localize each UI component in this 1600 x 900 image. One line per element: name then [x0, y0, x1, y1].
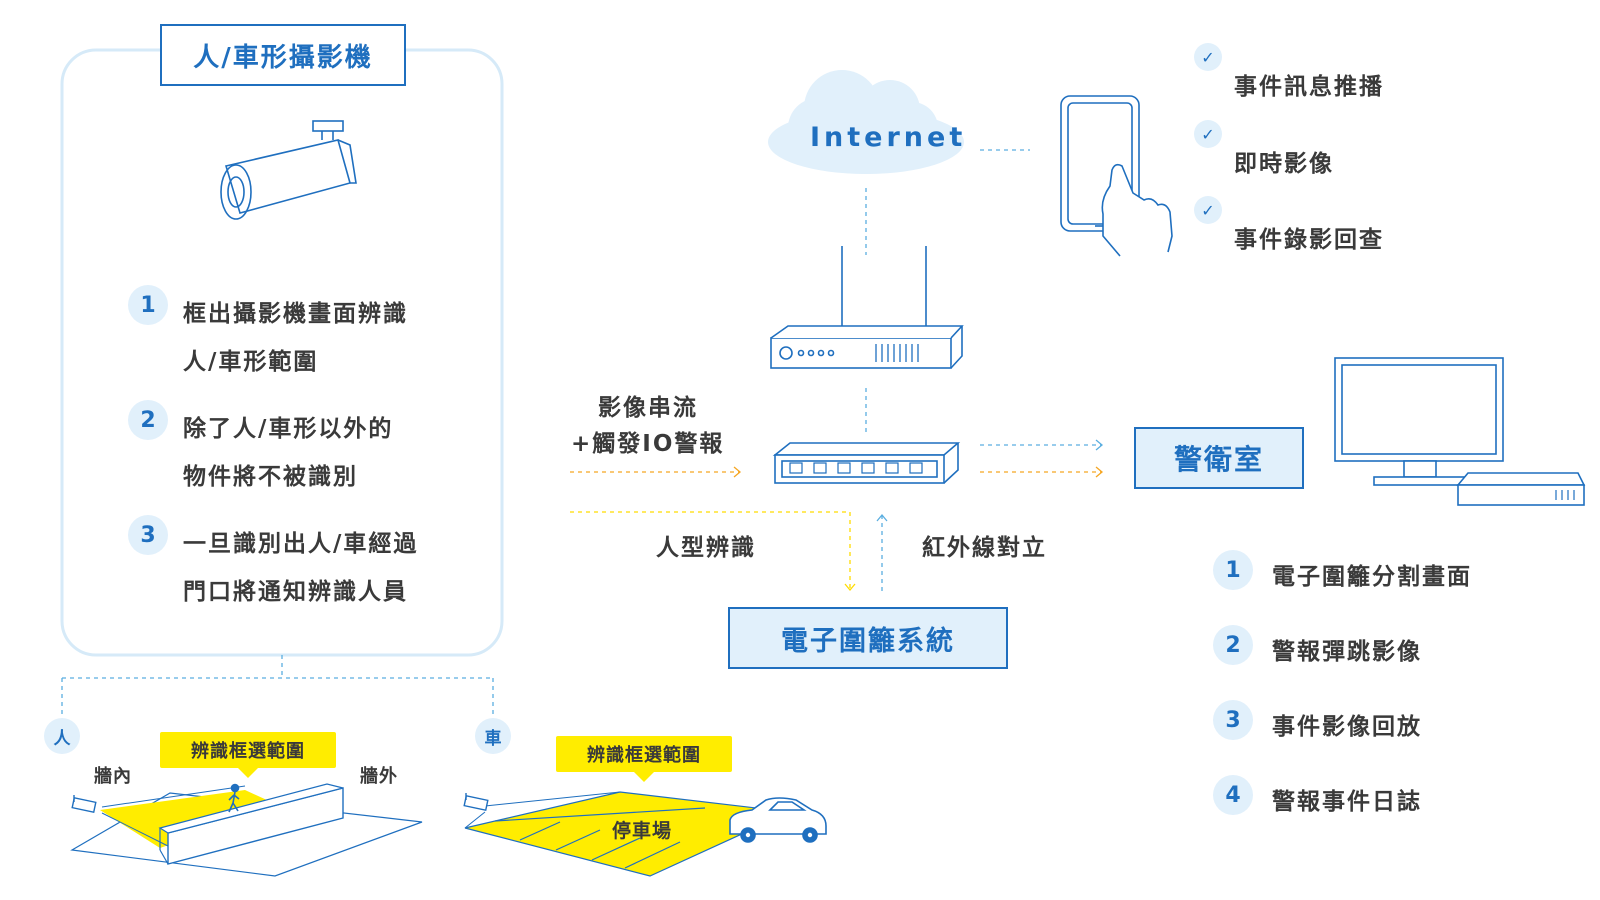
check-icon: ✓ — [1194, 120, 1222, 148]
person-badge: 人 — [44, 718, 80, 754]
step-number: 1 — [128, 285, 168, 325]
wall-outside-label: 牆外 — [360, 766, 398, 787]
step-text: 一旦識別出人/車經過 — [183, 531, 419, 557]
step-text: 人/車形範圍 — [183, 349, 319, 375]
wall-inside-label: 牆內 — [94, 766, 132, 787]
arrow-heads — [733, 439, 1104, 592]
router-icon — [770, 246, 964, 369]
panel-to-scenes-connector — [61, 655, 494, 718]
cloud-icon — [768, 70, 964, 174]
network-links — [570, 149, 1102, 595]
guard-feature: 事件影像回放 — [1272, 714, 1422, 740]
detection-zone-label: 辨識框選範圍 — [556, 736, 732, 782]
internet-label: Internet — [810, 122, 967, 153]
car-scene — [463, 791, 827, 877]
step-text: 除了人/車形以外的 — [183, 416, 394, 442]
io-alarm-label: +觸發IO警報 — [571, 431, 725, 457]
feature-number: 2 — [1213, 625, 1253, 665]
guard-feature: 電子圍籬分割畫面 — [1272, 564, 1472, 590]
human-detection-label: 人型辨識 — [656, 535, 756, 561]
mobile-feature: 即時影像 — [1234, 151, 1334, 177]
person-scene — [70, 783, 423, 877]
step-text: 門口將通知辨識人員 — [183, 579, 408, 605]
hand-icon — [1101, 163, 1173, 257]
feature-number: 1 — [1213, 550, 1253, 590]
car-icon — [729, 797, 827, 843]
step-number: 3 — [128, 515, 168, 555]
camera-panel-title: 人/車形攝影機 — [160, 24, 406, 86]
small-camera-icon — [463, 793, 489, 812]
mobile-feature: 事件訊息推播 — [1234, 74, 1384, 100]
car-badge: 車 — [475, 718, 511, 754]
walking-person-icon — [228, 783, 240, 813]
detection-zone-label: 辨識框選範圍 — [160, 732, 336, 778]
mobile-feature: 事件錄影回查 — [1234, 227, 1384, 253]
step-text: 物件將不被識別 — [183, 464, 358, 490]
video-stream-label: 影像串流 — [598, 395, 698, 421]
network-switch-icon — [772, 442, 961, 484]
monitor-icon — [1334, 357, 1504, 486]
feature-number: 4 — [1213, 775, 1253, 815]
bullet-camera-icon — [220, 120, 357, 220]
guard-feature: 警報事件日誌 — [1272, 789, 1422, 815]
feature-number: 3 — [1213, 700, 1253, 740]
check-icon: ✓ — [1194, 43, 1222, 71]
guard-feature: 警報彈跳影像 — [1272, 639, 1422, 665]
step-number: 2 — [128, 400, 168, 440]
pc-box-icon — [1456, 472, 1586, 506]
guard-room-box: 警衛室 — [1134, 427, 1304, 489]
infrared-beam-label: 紅外線對立 — [922, 535, 1047, 561]
check-icon: ✓ — [1194, 196, 1222, 224]
small-camera-icon — [71, 795, 97, 814]
fence-system-box: 電子圍籬系統 — [728, 607, 1008, 669]
parking-lot-label: 停車場 — [612, 820, 673, 842]
step-text: 框出攝影機畫面辨識 — [183, 301, 408, 327]
